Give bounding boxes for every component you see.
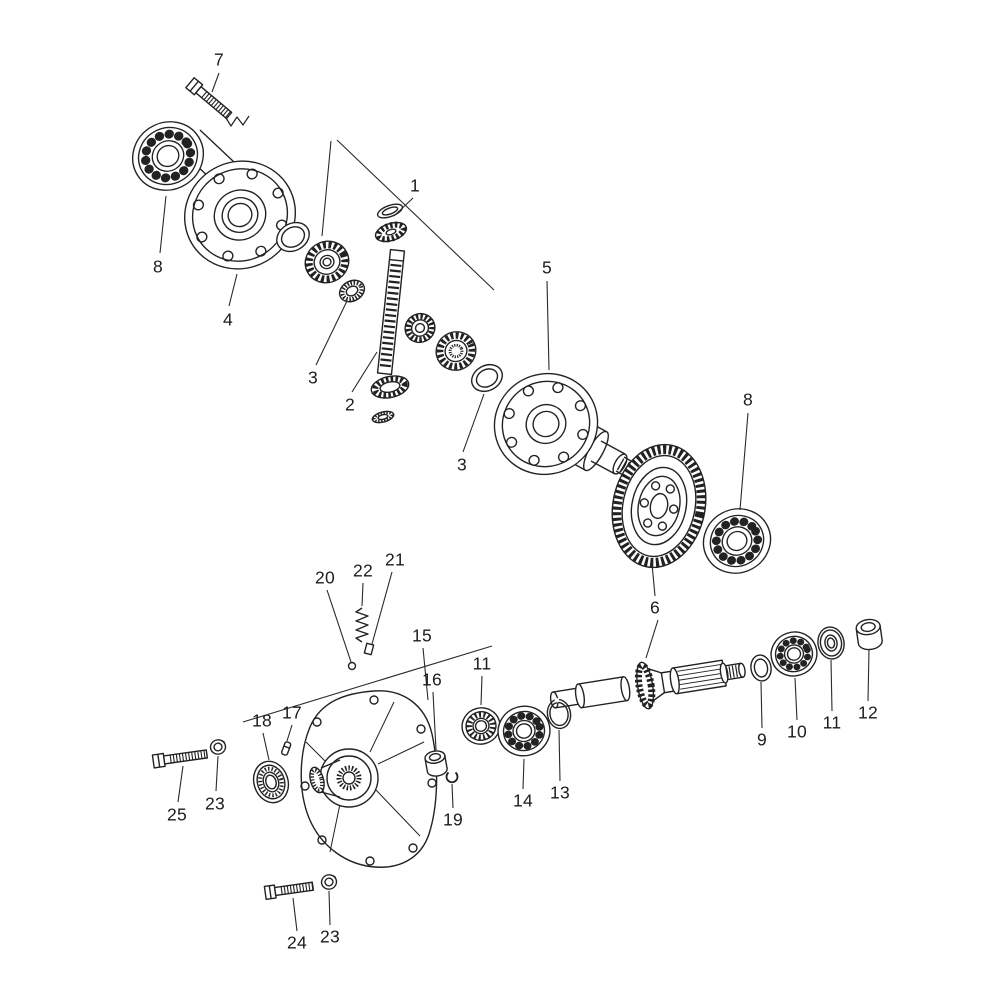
side-gear-large [435, 331, 477, 371]
callout-21: 21 [384, 549, 406, 570]
callout-12: 12 [857, 702, 879, 723]
output-flange-part-5 [493, 372, 599, 476]
snap-ring-part-13 [546, 697, 572, 730]
callout-20: 20 [314, 567, 336, 588]
callout-7: 7 [213, 49, 225, 70]
callout-2: 2 [344, 394, 356, 415]
callout-9: 9 [756, 729, 768, 750]
callout-23a: 23 [204, 793, 226, 814]
thrust-washer-part-3b [471, 363, 503, 393]
lock-washer-part-7 [225, 115, 250, 127]
callout-3b: 3 [456, 454, 468, 475]
ball-bearing-part-14 [497, 705, 551, 757]
callout-15: 15 [411, 625, 433, 646]
washer-part-23-lower [320, 874, 338, 890]
callout-13: 13 [549, 782, 571, 803]
side-bevel-gear [304, 240, 350, 284]
bolt-part-24 [263, 881, 315, 901]
callout-19: 19 [442, 809, 464, 830]
callout-25: 25 [166, 804, 188, 825]
callout-17: 17 [281, 702, 303, 723]
bolt-part-7 [185, 77, 233, 120]
clip-part-19 [445, 771, 459, 784]
detent-ball-part-20 [347, 661, 357, 671]
side-cover-part-15 [300, 690, 438, 868]
bevel-gear-lower [370, 375, 410, 399]
roller-bearing-part-11-left [461, 707, 501, 745]
callout-16: 16 [421, 669, 443, 690]
callout-6: 6 [649, 597, 661, 618]
callout-5: 5 [541, 257, 553, 278]
callout-11a: 11 [822, 712, 842, 733]
callout-14: 14 [512, 790, 534, 811]
differential-carrier-part-4 [183, 160, 297, 270]
seal-part-11-right [817, 626, 845, 660]
dowel-pin-part-17 [280, 741, 292, 756]
washer-part-23-upper [209, 739, 227, 755]
callout-11b: 11 [472, 653, 492, 674]
leader-lines [159, 72, 870, 932]
shim-ring [276, 221, 310, 253]
detent-plug-part-21 [363, 642, 375, 656]
cross-shaft-part-2 [376, 248, 406, 376]
callout-23b: 23 [319, 926, 341, 947]
callout-18: 18 [251, 710, 273, 731]
callout-8a: 8 [152, 256, 164, 277]
bolt-part-25 [151, 749, 209, 769]
ball-bearing-part-8-right [702, 508, 772, 574]
spacer-sleeve-part-12 [855, 618, 883, 651]
spider-gear-small [404, 312, 436, 344]
callout-3a: 3 [307, 367, 319, 388]
bushing-part-16 [424, 750, 448, 777]
round-nut [371, 410, 395, 424]
ball-bearing-part-8-left [132, 121, 204, 191]
spider-gear-part-1 [374, 221, 408, 243]
washer-part-9 [750, 654, 772, 682]
pinion-shaft-part-6 [549, 659, 746, 710]
ball-bearing-part-10 [770, 631, 818, 677]
spider-washer-part-1 [376, 203, 404, 219]
callout-1: 1 [409, 175, 421, 196]
callout-22: 22 [352, 560, 374, 581]
thrust-bushing-part-3 [338, 279, 366, 303]
callout-10: 10 [786, 721, 808, 742]
detent-spring-part-22 [355, 607, 369, 643]
ring-gear-part-6 [611, 443, 707, 569]
callout-8b: 8 [742, 389, 754, 410]
shaft-seal-part-18 [252, 760, 290, 804]
callout-24: 24 [286, 932, 308, 953]
callout-4: 4 [222, 309, 234, 330]
